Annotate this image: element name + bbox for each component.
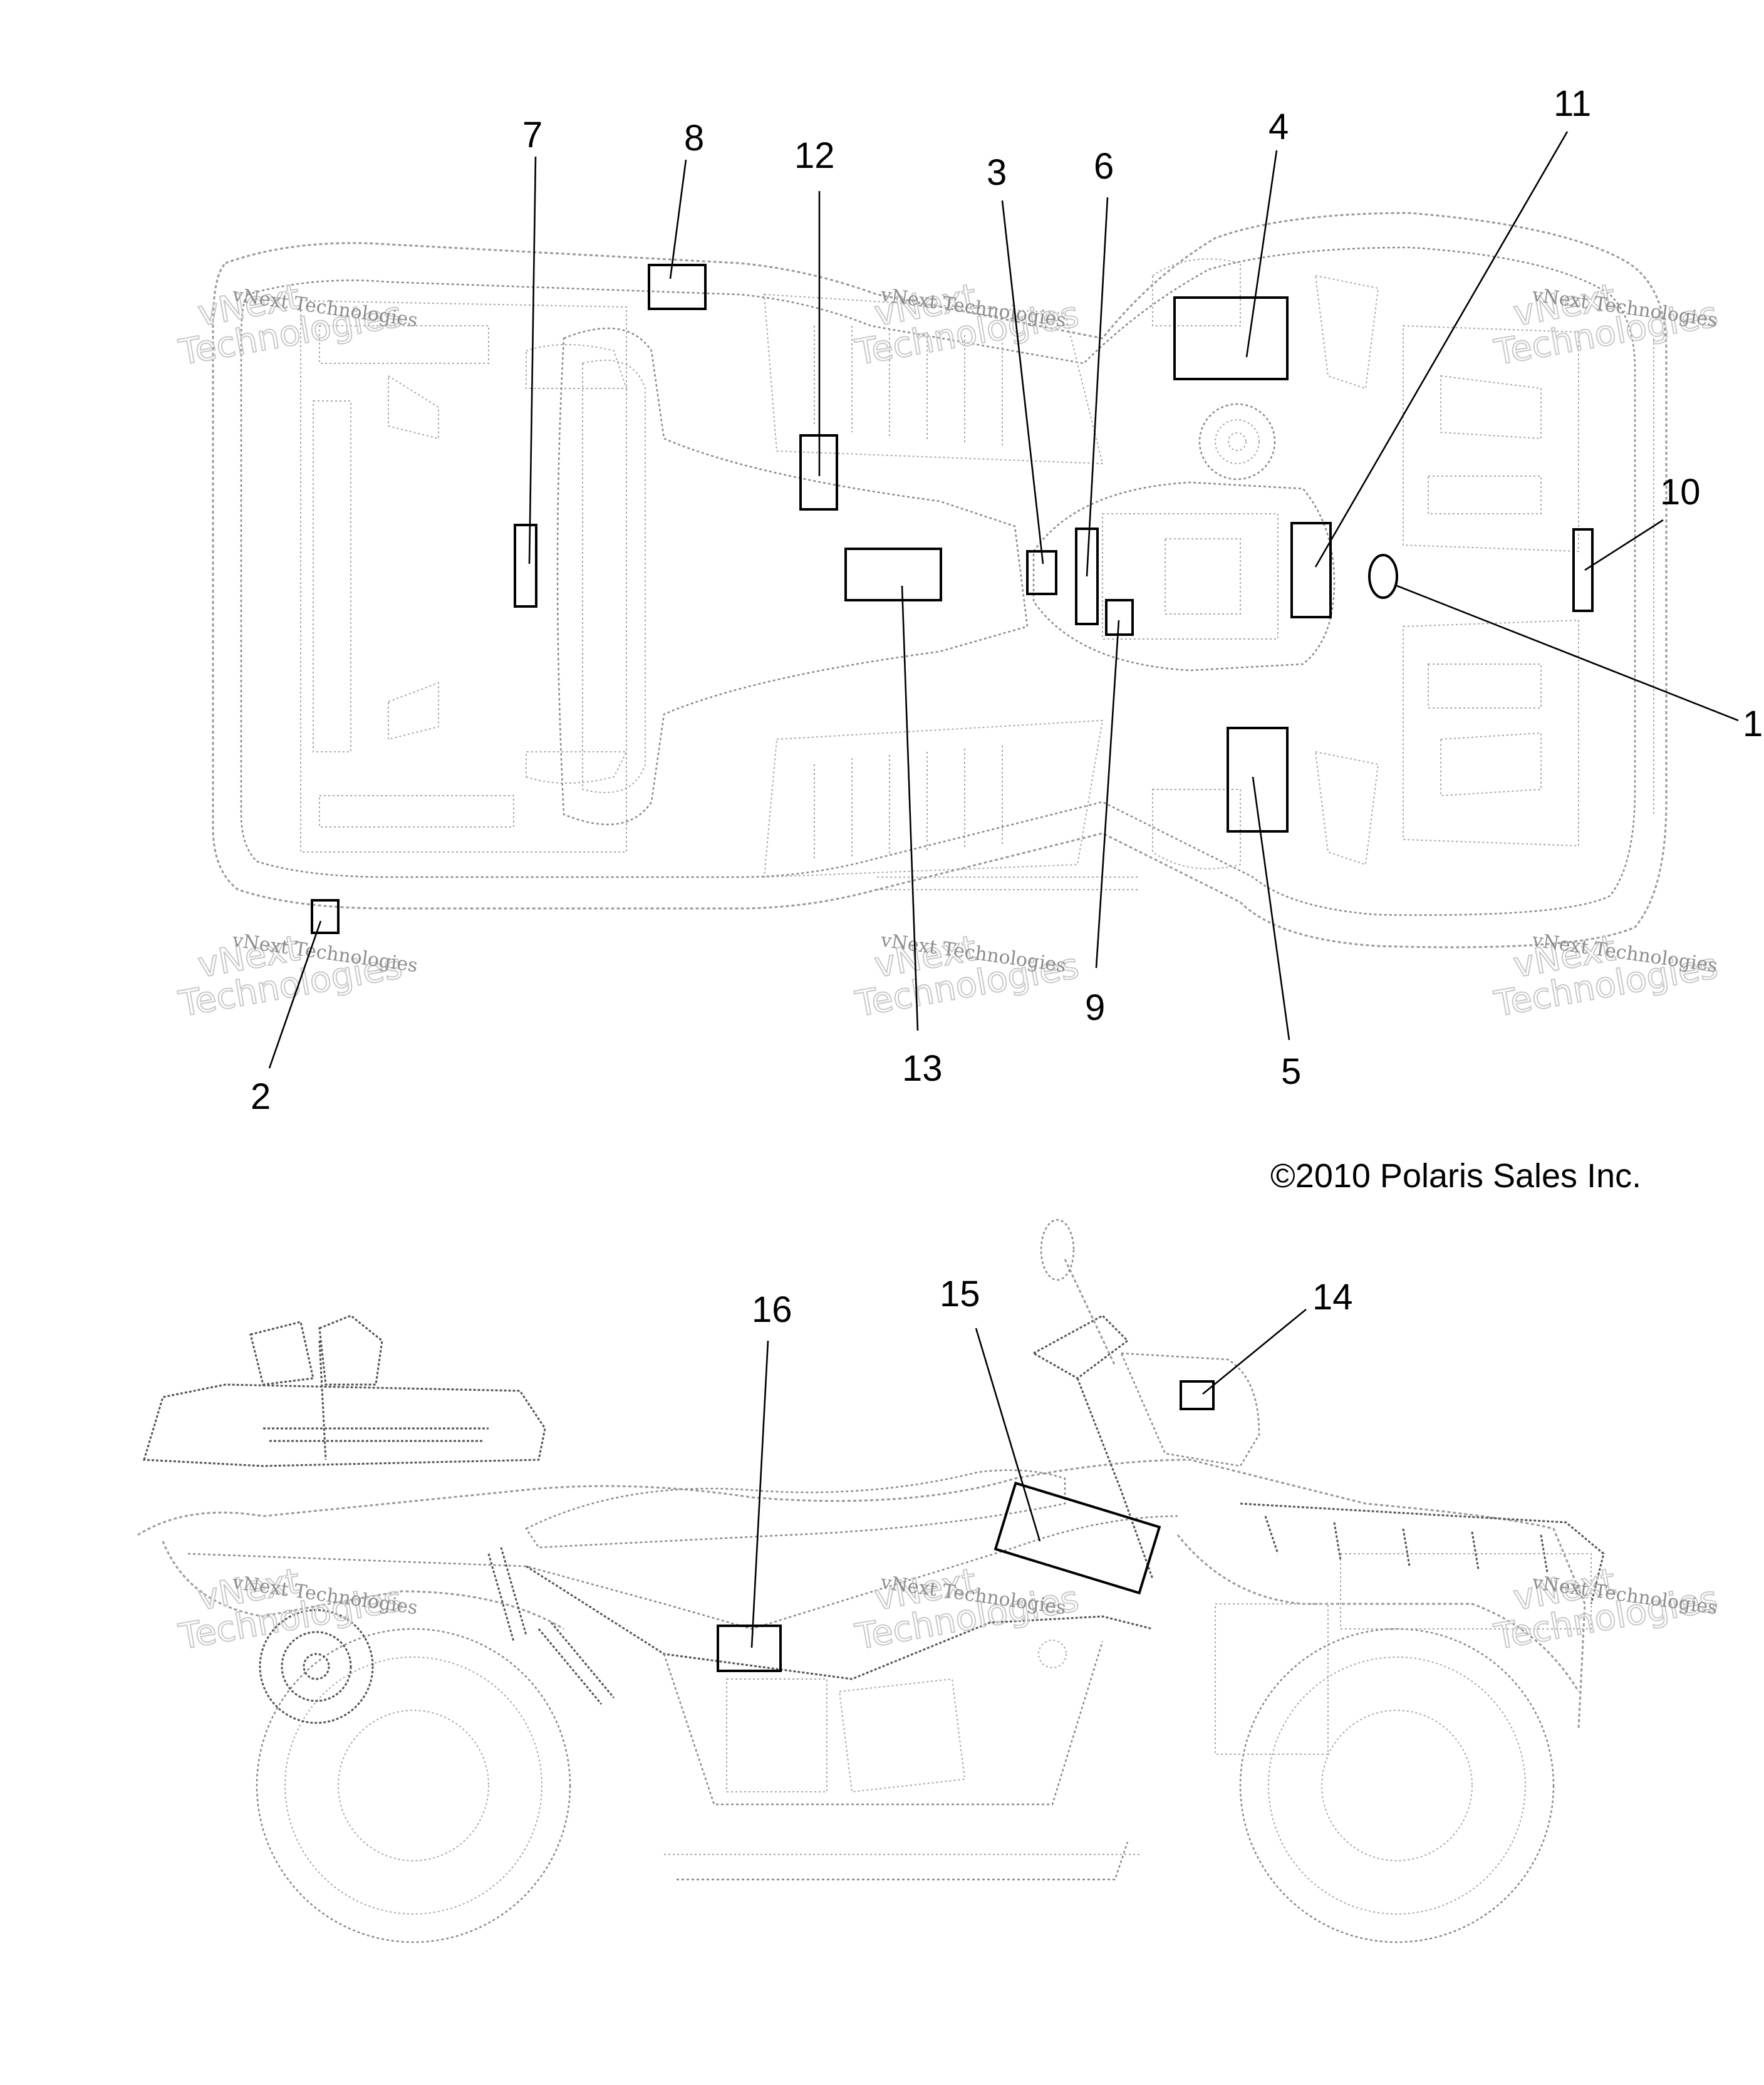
- leader-line: [1314, 131, 1569, 568]
- callout-number: 4: [1269, 107, 1289, 147]
- decal-11-marker: [1290, 522, 1332, 618]
- callout-number: 6: [1094, 146, 1114, 187]
- callout-14[interactable]: 14: [1180, 1277, 1353, 1410]
- leader-line: [901, 585, 919, 1031]
- leader-line: [669, 159, 687, 279]
- callout-number: 15: [940, 1274, 980, 1314]
- decal-1-marker: [1368, 554, 1398, 599]
- callout-number: 3: [987, 152, 1007, 193]
- watermarks: vNext Technologies vNext Technologies vN…: [175, 276, 1721, 1658]
- callout-3[interactable]: 3: [987, 152, 1057, 595]
- callout-1[interactable]: 1: [1368, 554, 1763, 744]
- leader-line: [268, 920, 322, 1069]
- decal-16-marker: [717, 1625, 782, 1672]
- leader-line: [750, 1340, 769, 1648]
- decal-15-marker: [994, 1481, 1161, 1595]
- callout-9[interactable]: 9: [1085, 599, 1134, 1028]
- decal-2-marker: [311, 899, 340, 934]
- decal-13-marker: [844, 548, 942, 601]
- callout-number: 12: [794, 135, 835, 176]
- decal-10-marker: [1572, 528, 1594, 612]
- callout-12[interactable]: 12: [794, 135, 838, 511]
- callout-6[interactable]: 6: [1075, 146, 1114, 625]
- leader-line: [1202, 1308, 1307, 1395]
- callout-number: 16: [752, 1289, 792, 1330]
- callout-11[interactable]: 11: [1290, 83, 1591, 618]
- decal-4-marker: [1173, 296, 1289, 380]
- copyright-text: ©2010 Polaris Sales Inc.: [1270, 1157, 1641, 1195]
- callout-15[interactable]: 15: [940, 1274, 1161, 1595]
- callout-7[interactable]: 7: [514, 115, 542, 608]
- callout-number: 9: [1085, 987, 1105, 1028]
- leader-line: [1086, 197, 1109, 577]
- top-view-vehicle-outline: [212, 212, 1668, 949]
- leader-line: [528, 156, 537, 564]
- callout-number: 1: [1743, 704, 1763, 744]
- callout-4[interactable]: 4: [1173, 107, 1289, 380]
- callout-number: 7: [522, 115, 542, 155]
- leader-line: [1396, 585, 1739, 722]
- callout-number: 14: [1312, 1277, 1353, 1318]
- callouts: 1 2 3 4 5 6: [251, 83, 1763, 1672]
- callout-number: 11: [1554, 83, 1591, 124]
- leader-line: [1245, 150, 1278, 358]
- leader-line: [1252, 776, 1290, 1041]
- decal-14-marker: [1180, 1380, 1215, 1410]
- callout-number: 10: [1660, 472, 1701, 512]
- leader-line: [1001, 200, 1044, 564]
- decal-7-marker: [514, 524, 537, 608]
- decal-5-marker: [1227, 727, 1289, 833]
- leader-line: [1095, 620, 1120, 969]
- callout-10[interactable]: 10: [1572, 472, 1701, 612]
- callout-5[interactable]: 5: [1227, 727, 1301, 1092]
- callout-2[interactable]: 2: [251, 899, 340, 1117]
- decal-9-marker: [1105, 599, 1134, 636]
- callout-number: 13: [902, 1048, 943, 1089]
- decal-6-marker: [1075, 528, 1099, 625]
- callout-8[interactable]: 8: [648, 118, 707, 310]
- decal-8-marker: [648, 264, 707, 310]
- callout-number: 5: [1281, 1051, 1301, 1092]
- callout-number: 2: [251, 1076, 271, 1117]
- callout-13[interactable]: 13: [844, 548, 943, 1089]
- side-view-vehicle-outline: [137, 1219, 1605, 1943]
- leader-line: [1584, 519, 1664, 571]
- callout-number: 8: [684, 118, 704, 159]
- callout-16[interactable]: 16: [717, 1289, 792, 1672]
- leader-line: [975, 1328, 1041, 1542]
